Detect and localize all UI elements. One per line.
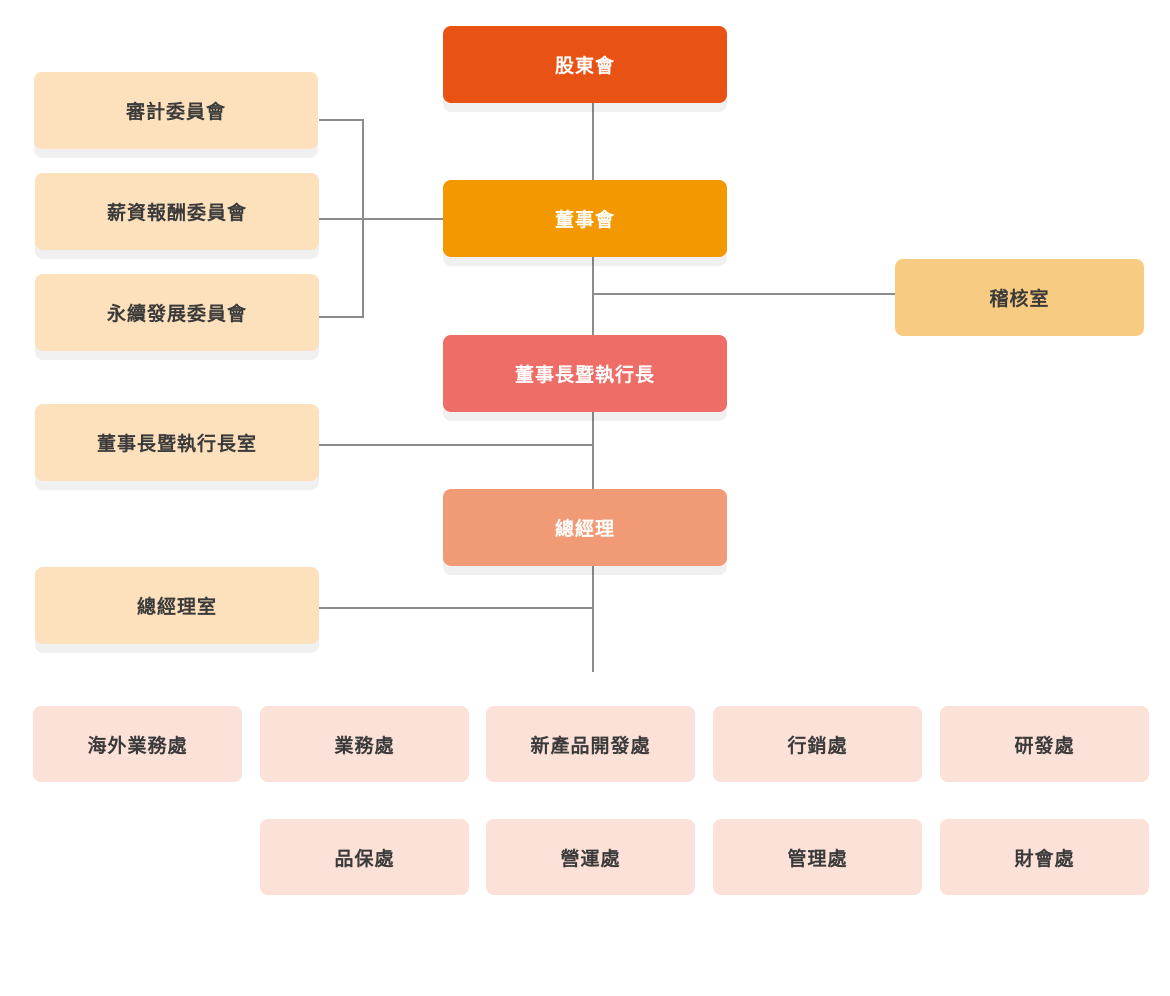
dept-research-development: 研發處 [940,706,1149,782]
general-manager-box: 總經理 [443,489,727,566]
sustainability-committee-box: 永續發展委員會 [35,274,319,351]
dept-finance-accounting: 財會處 [940,819,1149,895]
gm-office-box: 總經理室 [35,567,319,644]
dept-sales: 業務處 [260,706,469,782]
chairman-ceo-box: 董事長暨執行長 [443,335,727,412]
shareholders-meeting-box: 股東會 [443,26,727,103]
dept-overseas-sales: 海外業務處 [33,706,242,782]
dept-new-product-development: 新產品開發處 [486,706,695,782]
dept-administration: 管理處 [713,819,922,895]
internal-audit-box: 稽核室 [895,259,1144,336]
board-of-directors-box: 董事會 [443,180,727,257]
compensation-committee-box: 薪資報酬委員會 [35,173,319,250]
dept-operations: 營運處 [486,819,695,895]
chairman-office-box: 董事長暨執行長室 [35,404,319,481]
dept-quality-assurance: 品保處 [260,819,469,895]
audit-committee-box: 審計委員會 [34,72,318,149]
dept-marketing: 行銷處 [713,706,922,782]
